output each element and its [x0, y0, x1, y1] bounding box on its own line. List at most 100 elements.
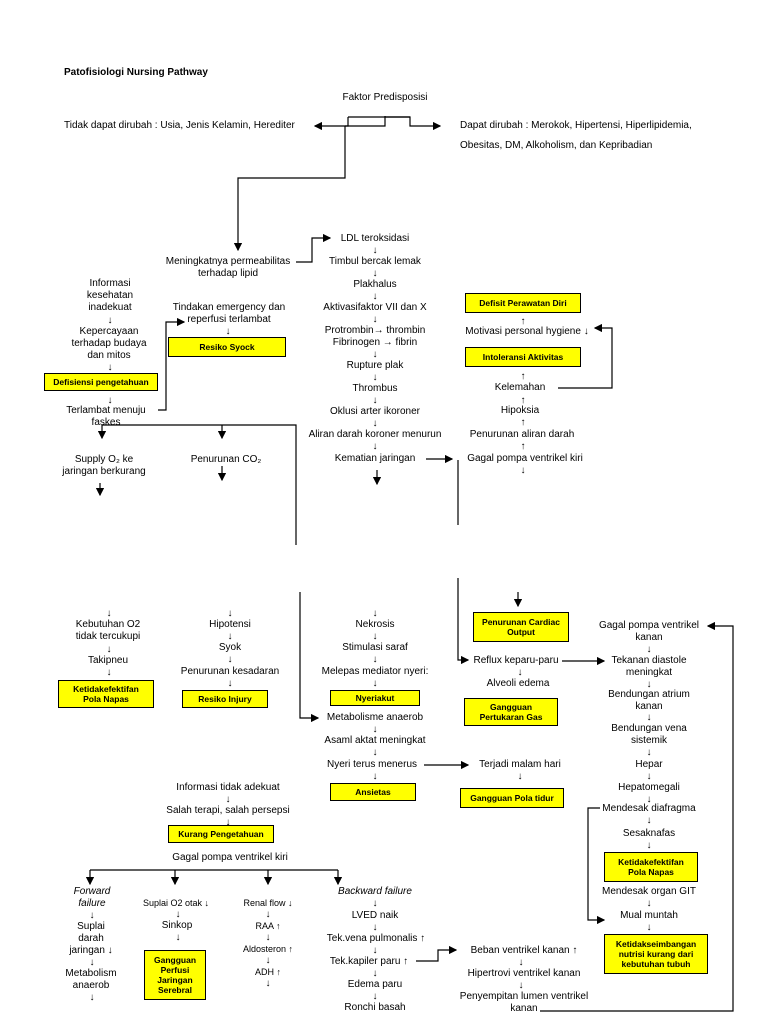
down-arrow: ↓: [372, 991, 378, 1002]
down-arrow: ↓: [372, 898, 378, 909]
down-arrow: ↓: [225, 817, 231, 828]
node-mual-muntah: Mual muntah: [620, 910, 678, 921]
node-penurunan-kesadaran: Penurunan kesadaran: [180, 666, 280, 677]
node-syok: Syok: [218, 642, 242, 653]
down-arrow: ↓: [265, 955, 271, 966]
up-arrow: ↑: [520, 417, 526, 428]
node-penurunan-co2: Penurunan CO₂: [190, 454, 262, 465]
node-terlambat: Terlambat menuju faskes: [66, 405, 146, 428]
down-arrow: ↓: [372, 747, 378, 758]
arrow-to-ldl: [296, 233, 332, 263]
down-arrow: ↓: [372, 724, 378, 735]
node-tekanan-diastole: Tekanan diastole meningkat: [611, 655, 687, 678]
dx-defisit-perawatan: Defisit Perawatan Diri: [465, 293, 581, 313]
node-backward-failure: Backward failure: [338, 886, 412, 897]
node-dapat-dirubah-1: Dapat dirubah : Merokok, Hipertensi, Hip…: [460, 120, 692, 131]
dx-nyeri-akut: Nyeriakut: [330, 690, 420, 706]
dx-intoleransi-aktivitas: Intoleransi Aktivitas: [465, 347, 581, 367]
arrow-to-tindakan: [158, 317, 186, 411]
node-terjadi-malam: Terjadi malam hari: [479, 759, 561, 770]
node-rupture: Rupture plak: [346, 360, 404, 371]
dx-kurang-pengetahuan: Kurang Pengetahuan: [168, 825, 274, 843]
node-suplai-darah: Suplai darah jaringan ↓: [69, 921, 113, 956]
dx-pola-napas-1: Ketidakefektifan Pola Napas: [58, 680, 154, 708]
down-arrow: ↓: [646, 644, 652, 655]
down-arrow: ↓: [89, 910, 95, 921]
node-sesak-nafas: Sesaknafas: [622, 828, 676, 839]
node-penurunan-aliran: Penurunan aliran darah: [469, 429, 575, 440]
node-kepercayaan: Kepercayaan terhadap budaya dan mitos: [71, 326, 147, 361]
down-arrow: ↓: [372, 245, 378, 256]
node-lved: LVED naik: [351, 910, 399, 921]
arrow-to-dapat-dirubah: [385, 116, 442, 131]
dx-ansietas: Ansietas: [330, 783, 416, 801]
down-arrow: ↓: [89, 957, 95, 968]
node-supply-o2: Supply O₂ ke jaringan berkurang: [62, 454, 146, 477]
node-penyempitan: Penyempitan lumen ventrikel kanan: [459, 991, 589, 1014]
node-metabolisme: Metabolisme anaerob: [326, 712, 424, 723]
node-suplai-otak: Suplai O2 otak ↓: [142, 898, 210, 908]
down-arrow: ↓: [107, 362, 113, 373]
node-tek-kapiler: Tek.kapiler paru ↑: [329, 956, 409, 967]
down-arrow: ↓: [106, 644, 112, 655]
down-arrow: ↓: [225, 326, 231, 337]
node-gagal-kiri: Gagal pompa ventrikel kiri: [467, 453, 583, 464]
node-kelemahan: Kelemahan: [494, 382, 546, 393]
down-arrow: ↓: [372, 678, 378, 689]
node-beban-ventrikel: Beban ventrikel kanan ↑: [470, 945, 578, 956]
node-raa: RAA ↑: [255, 921, 281, 931]
node-aliran: Aliran darah koroner menurun: [308, 429, 442, 440]
down-arrow: ↓: [517, 667, 523, 678]
node-mendesak-git: Mendesak organ GIT: [602, 886, 696, 897]
node-informasi: Informasi kesehatan inadekuat: [86, 278, 134, 313]
down-arrow: ↓: [517, 771, 523, 782]
page-title: Patofisiologi Nursing Pathway: [64, 67, 208, 78]
up-arrow: ↑: [520, 316, 526, 327]
node-reflux: Reflux keparu-paru: [473, 655, 559, 666]
arrow-to-permeabilitas: [233, 126, 346, 252]
down-arrow: ↓: [372, 441, 378, 452]
node-tidak-dapat-dirubah: Tidak dapat dirubah : Usia, Jenis Kelami…: [64, 120, 295, 131]
down-arrow: ↓: [372, 372, 378, 383]
down-arrow: ↓: [372, 945, 378, 956]
down-arrow: ↓: [107, 395, 113, 406]
down-arrow: ↓: [646, 898, 652, 909]
down-arrow: ↓: [372, 268, 378, 279]
node-edema-paru: Edema paru: [347, 979, 403, 990]
node-thrombus: Thrombus: [352, 383, 398, 394]
dx-perfusi-serebral: Gangguan Perfusi Jaringan Serebral: [144, 950, 206, 1000]
node-motivasi: Motivasi personal hygiene ↓: [465, 326, 589, 337]
dx-resiko-injury: Resiko Injury: [182, 690, 268, 708]
down-arrow: ↓: [265, 909, 271, 920]
up-arrow: ↑: [520, 395, 526, 406]
dx-resiko-syock: Resiko Syock: [168, 337, 286, 357]
node-ldl: LDL teroksidasi: [340, 233, 410, 244]
down-arrow: ↓: [518, 957, 524, 968]
down-arrow: ↓: [372, 418, 378, 429]
down-arrow: ↓: [372, 314, 378, 325]
node-timbul-bercak: Timbul bercak lemak: [329, 256, 421, 267]
down-arrow: ↓: [89, 992, 95, 1003]
node-nekrosis: Nekrosis: [355, 619, 395, 630]
down-arrow: ↓: [646, 922, 652, 933]
down-arrow: ↓: [265, 978, 271, 989]
node-plakhalus: Plakhalus: [353, 279, 397, 290]
down-arrow: ↓: [646, 840, 652, 851]
node-tindakan: Tindakan emergency dan reperfusi terlamb…: [172, 302, 286, 325]
node-bendungan-vena: Bendungan vena sistemik: [611, 723, 687, 746]
node-faktor-predisposisi: Faktor Predisposisi: [342, 92, 428, 103]
dx-nutrisi: Ketidakseimbangan nutrisi kurang dari ke…: [604, 934, 708, 974]
down-arrow: ↓: [372, 291, 378, 302]
node-renal-flow: Renal flow ↓: [243, 898, 293, 908]
node-gagal-kiri-2: Gagal pompa ventrikel kiri: [172, 852, 288, 863]
node-stimulasi: Stimulasi saraf: [342, 642, 408, 653]
node-kematian: Kematian jaringan: [334, 453, 416, 464]
down-arrow: ↓: [372, 631, 378, 642]
node-asam-laktat: Asaml aktat meningkat: [324, 735, 426, 746]
node-hipoksia: Hipoksia: [500, 405, 540, 416]
node-hipertrovi: Hipertrovi ventrikel kanan: [467, 968, 581, 979]
dx-pola-tidur: Gangguan Pola tidur: [460, 788, 564, 808]
down-arrow: ↓: [225, 794, 231, 805]
node-hipotensi: Hipotensi: [209, 619, 251, 630]
